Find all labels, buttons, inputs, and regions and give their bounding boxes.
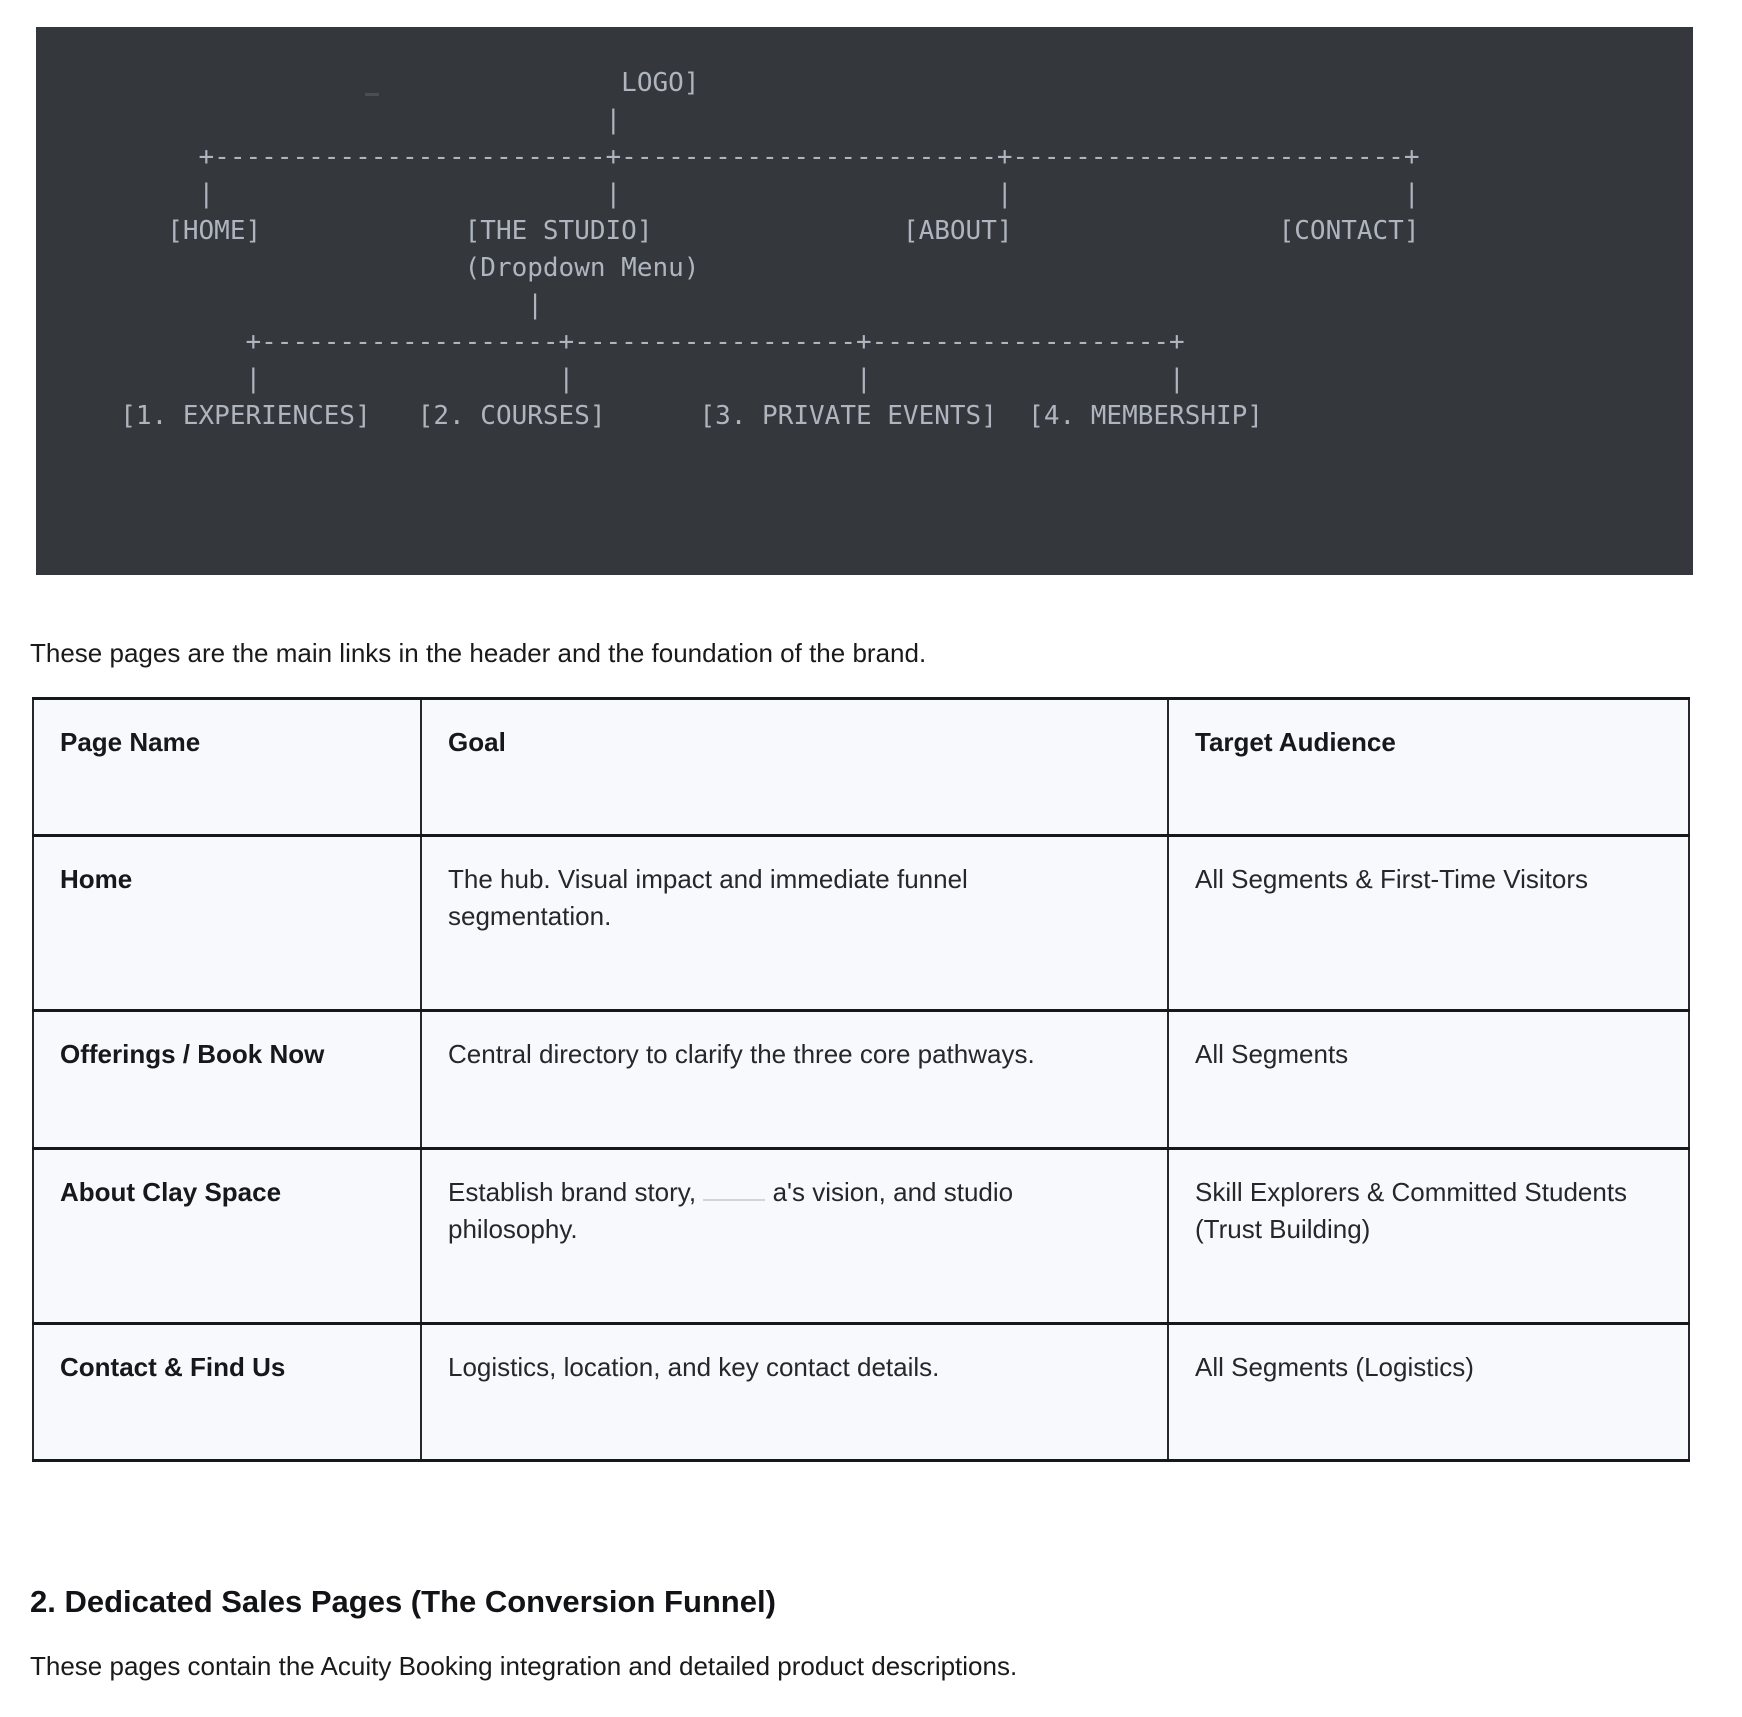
table-header-row: Page Name Goal Target Audience bbox=[32, 697, 1690, 837]
page-name-cell: Contact & Find Us bbox=[32, 1322, 422, 1462]
page-name-cell: About Clay Space bbox=[32, 1147, 422, 1325]
redacted-text-gap bbox=[703, 1175, 766, 1201]
page-name-cell: Offerings / Book Now bbox=[32, 1009, 422, 1150]
goal-cell: The hub. Visual impact and immediate fun… bbox=[420, 834, 1169, 1012]
goal-cell: Central directory to clarify the three c… bbox=[420, 1009, 1169, 1150]
audience-cell: All Segments bbox=[1167, 1009, 1690, 1150]
audience-cell: All Segments & First-Time Visitors bbox=[1167, 834, 1690, 1012]
column-header-target-audience: Target Audience bbox=[1167, 697, 1690, 837]
ascii-art: LOGO] | +-------------------------+-----… bbox=[120, 68, 1420, 431]
redaction-mark bbox=[365, 93, 379, 96]
goal-cell: Establish brand story, a's vision, and s… bbox=[420, 1147, 1169, 1325]
section-heading: 2. Dedicated Sales Pages (The Conversion… bbox=[30, 1584, 776, 1619]
goal-cell: Logistics, location, and key contact det… bbox=[420, 1322, 1169, 1462]
column-header-goal: Goal bbox=[420, 697, 1169, 837]
intro-paragraph: These pages are the main links in the he… bbox=[30, 638, 927, 668]
sitemap-ascii-diagram: LOGO] | +-------------------------+-----… bbox=[36, 27, 1693, 575]
audience-cell: Skill Explorers & Committed Students (Tr… bbox=[1167, 1147, 1690, 1325]
section-paragraph: These pages contain the Acuity Booking i… bbox=[30, 1651, 1018, 1681]
audience-cell: All Segments (Logistics) bbox=[1167, 1322, 1690, 1462]
page-name-cell: Home bbox=[32, 834, 422, 1012]
column-header-page-name: Page Name bbox=[32, 697, 422, 837]
